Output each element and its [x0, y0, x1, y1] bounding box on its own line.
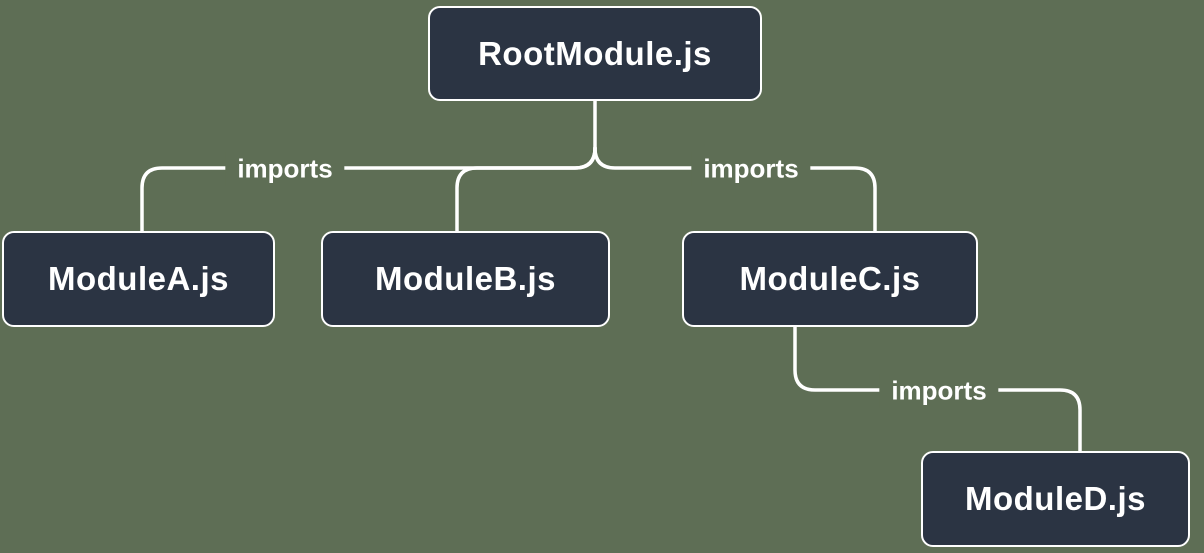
edge-root-to-a — [140, 146, 597, 233]
node-module-b-label: ModuleB.js — [374, 260, 556, 297]
node-module-c-label: ModuleC.js — [739, 260, 921, 297]
node-module-d-label: ModuleD.js — [964, 480, 1146, 517]
edge-label-imports-a: imports — [225, 151, 345, 187]
node-module-a-label: ModuleA.js — [47, 260, 229, 297]
node-rootmodule: RootModule.js — [428, 6, 762, 101]
node-module-a: ModuleA.js — [2, 231, 275, 327]
edge-label-imports-d: imports — [879, 373, 999, 409]
node-module-c: ModuleC.js — [682, 231, 978, 327]
edge-root-to-b — [455, 146, 597, 233]
node-module-d: ModuleD.js — [921, 451, 1190, 547]
node-module-b: ModuleB.js — [321, 231, 610, 327]
node-rootmodule-label: RootModule.js — [478, 34, 712, 72]
edge-root-to-c — [593, 146, 877, 233]
edge-label-imports-c: imports — [691, 151, 811, 187]
